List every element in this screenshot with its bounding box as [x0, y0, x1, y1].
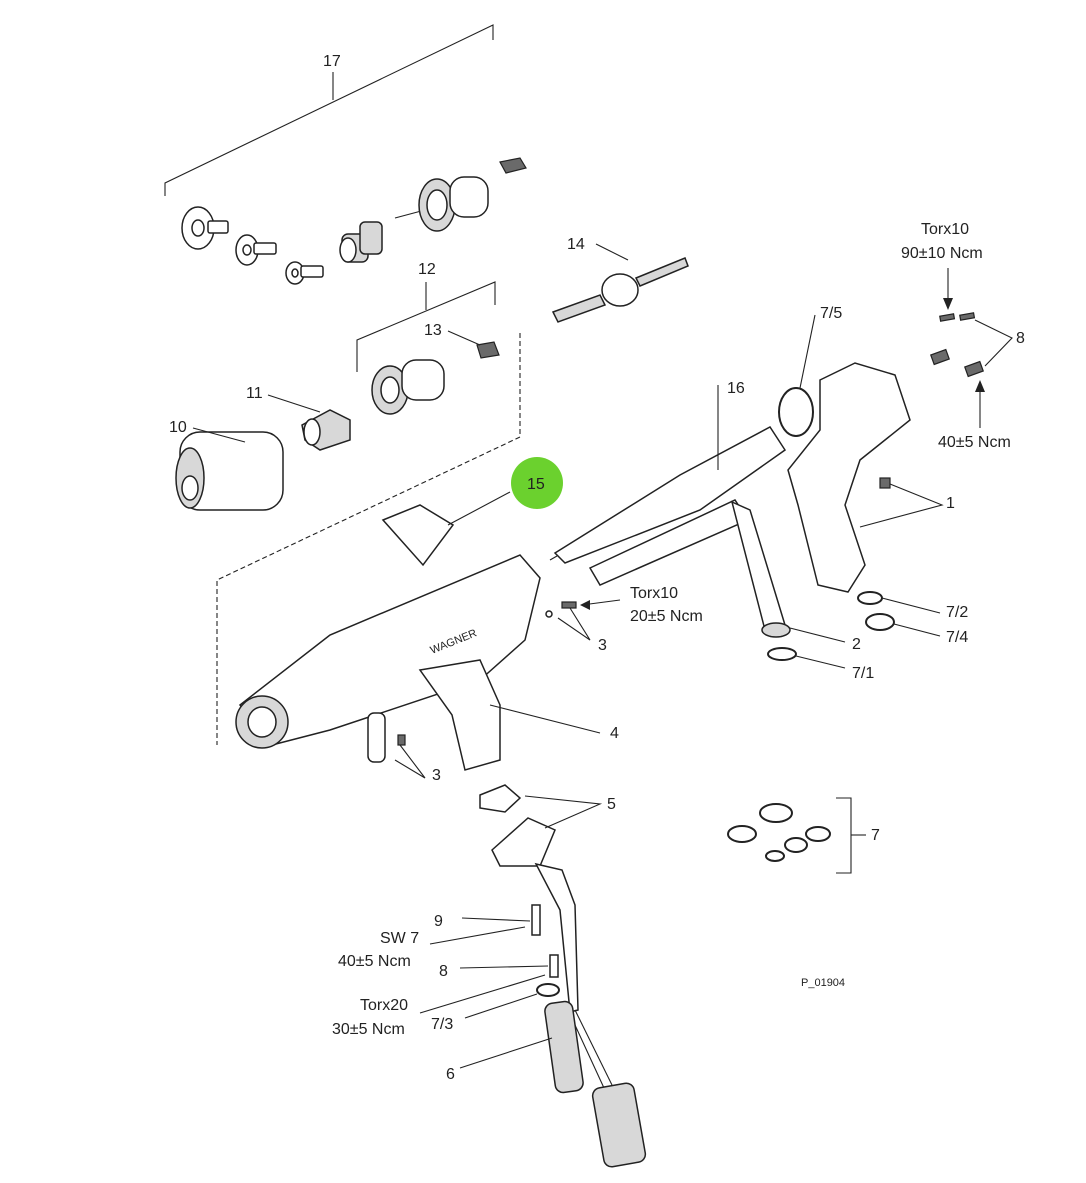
label-7-1: 7/1: [852, 665, 874, 682]
part-10-spray-cap: 10: [169, 419, 284, 511]
torque-torx20-line2: 30±5 Ncm: [332, 1021, 405, 1038]
group-12: 12: [356, 261, 496, 415]
label-5: 5: [607, 796, 616, 813]
torque-torx10-90-line1: Torx10: [921, 221, 969, 238]
group-17: 17: [164, 24, 527, 285]
part-7-1-o-ring: 7/1: [767, 647, 874, 682]
part-5-connector: 5: [479, 784, 616, 867]
label-7: 7: [871, 827, 880, 844]
label-9: 9: [434, 913, 443, 930]
torque-torx10-20-line2: 20±5 Ncm: [630, 608, 703, 625]
part-7-3-o-ring: 7/3: [431, 983, 560, 1033]
part-3-sleeve: 3: [367, 712, 441, 784]
label-16: 16: [727, 380, 745, 397]
part-clip-17: [499, 157, 527, 174]
label-6: 6: [446, 1066, 455, 1083]
torque-40-ncm-right: 40±5 Ncm: [938, 434, 1011, 451]
part-2-powder-tube: 2: [588, 499, 861, 653]
part-7-2-o-ring: 7/2: [857, 591, 968, 621]
label-11: 11: [246, 385, 263, 402]
torque-sw7-line1: SW 7: [380, 930, 419, 947]
label-3-lower: 3: [432, 767, 441, 784]
label-15: 15: [527, 476, 545, 493]
part-9-stud: 9 SW 7 40±5 Ncm: [338, 904, 541, 970]
torque-sw7-line2: 40±5 Ncm: [338, 953, 411, 970]
label-7-2: 7/2: [946, 604, 968, 621]
part-8-screw-lower: 8 Torx20 30±5 Ncm: [332, 954, 559, 1038]
part-electrode-holder-17: [394, 176, 489, 232]
label-4: 4: [610, 725, 619, 742]
part-nozzle-disc-small: [285, 261, 324, 285]
label-8-upper: 8: [1016, 330, 1025, 347]
part-4-gun-body: WAGNER 4: [235, 554, 619, 771]
label-17: 17: [323, 53, 341, 70]
label-14: 14: [567, 236, 585, 253]
part-nozzle-disc-medium: [235, 234, 277, 266]
highlight-marker: [511, 457, 563, 509]
drawing-id: P_01904: [801, 977, 845, 989]
part-hv-cable-rod: [534, 862, 647, 1168]
torque-torx20-line1: Torx20: [360, 997, 408, 1014]
part-16-cascade: 16: [549, 380, 787, 564]
part-11-nozzle-insert: 11: [246, 385, 351, 451]
label-1: 1: [946, 495, 955, 512]
label-7-4: 7/4: [946, 629, 968, 646]
label-2: 2: [852, 636, 861, 653]
part-7-4-o-ring: 7/4: [865, 613, 968, 646]
part-7-o-ring-set: 7: [727, 797, 880, 874]
torque-torx10-90-line2: 90±10 Ncm: [901, 245, 983, 262]
label-13: 13: [424, 322, 442, 339]
label-12: 12: [418, 261, 436, 278]
label-3-upper: 3: [598, 637, 607, 654]
part-electrode-holder-12: [371, 359, 445, 415]
label-10: 10: [169, 419, 187, 436]
label-7-5: 7/5: [820, 305, 842, 322]
part-3-screw-upper: 3 Torx10 20±5 Ncm: [545, 585, 703, 654]
label-8-lower: 8: [439, 963, 448, 980]
part-7-5-o-ring: 7/5: [778, 305, 842, 437]
part-1-handle: 1: [787, 362, 955, 593]
part-6-connector-sleeve: 6: [446, 1000, 584, 1094]
part-flat-nozzle: [339, 221, 383, 263]
torque-torx10-20-line1: Torx10: [630, 585, 678, 602]
part-15-cover-plate: 15: [381, 457, 563, 567]
part-8-screws-upper: 8 Torx10 90±10 Ncm 40±5 Ncm: [901, 221, 1025, 451]
part-13-clip: 13: [424, 322, 500, 359]
part-14-electrode-carrier: 14: [551, 236, 689, 323]
part-nozzle-disc-large: [181, 206, 229, 250]
label-7-3: 7/3: [431, 1016, 453, 1033]
